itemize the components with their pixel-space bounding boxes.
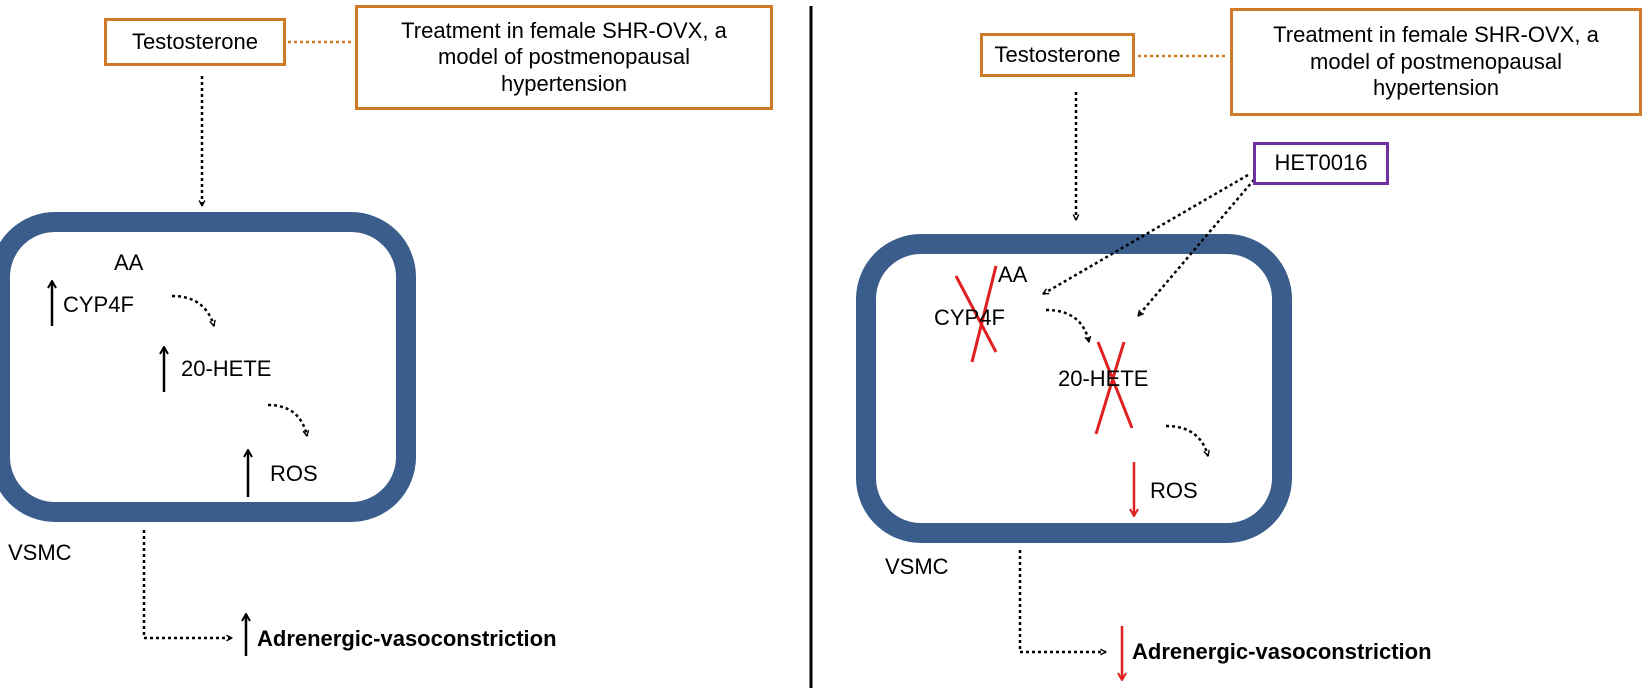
- testosterone-box-right: Testosterone: [980, 33, 1135, 77]
- vsmc-cell-left: [0, 212, 416, 522]
- vsmc-label-right: VSMC: [885, 554, 949, 579]
- testosterone-box-left: Testosterone: [104, 18, 286, 66]
- ros-label-right: ROS: [1150, 478, 1198, 503]
- treatment-note-text-right: Treatment in female SHR-OVX, a model of …: [1273, 22, 1599, 101]
- treatment-note-right: Treatment in female SHR-OVX, a model of …: [1230, 8, 1642, 116]
- treatment-note-text-left: Treatment in female SHR-OVX, a model of …: [401, 17, 727, 96]
- arrow-cell-to-outcome-right: [1018, 550, 1106, 652]
- arrow-hete-to-ros-left: [267, 403, 307, 436]
- cyp4f-label-left: CYP4F: [63, 292, 134, 317]
- testosterone-label-left: Testosterone: [132, 28, 258, 54]
- blocked-cross-cyp4f: [954, 265, 998, 363]
- vsmc-label-left: VSMC: [8, 540, 72, 565]
- ros-label-left: ROS: [270, 461, 318, 486]
- testosterone-label-right: Testosterone: [994, 41, 1121, 67]
- arrow-cyp4f-to-hete-right: [1045, 308, 1089, 342]
- hete-label-right: 20-HETE: [1058, 366, 1149, 391]
- outcome-label-right: Adrenergic-vasoconstriction: [1132, 639, 1432, 664]
- aa-label-right: AA: [998, 262, 1028, 287]
- treatment-note-left: Treatment in female SHR-OVX, a model of …: [355, 5, 773, 110]
- het0016-label: HET0016: [1274, 150, 1368, 176]
- het0016-box: HET0016: [1253, 142, 1389, 185]
- vsmc-cell-right: [856, 234, 1292, 543]
- cyp4f-label-right: CYP4F: [934, 305, 1005, 330]
- arrow-cell-to-outcome-left: [142, 530, 232, 638]
- blocked-cross-hete: [1094, 341, 1134, 435]
- outcome-label-left: Adrenergic-vasoconstriction: [257, 626, 557, 651]
- arrow-het0016-to-hete: [1138, 174, 1259, 316]
- hete-label-left: 20-HETE: [181, 356, 272, 381]
- aa-label-left: AA: [114, 250, 144, 275]
